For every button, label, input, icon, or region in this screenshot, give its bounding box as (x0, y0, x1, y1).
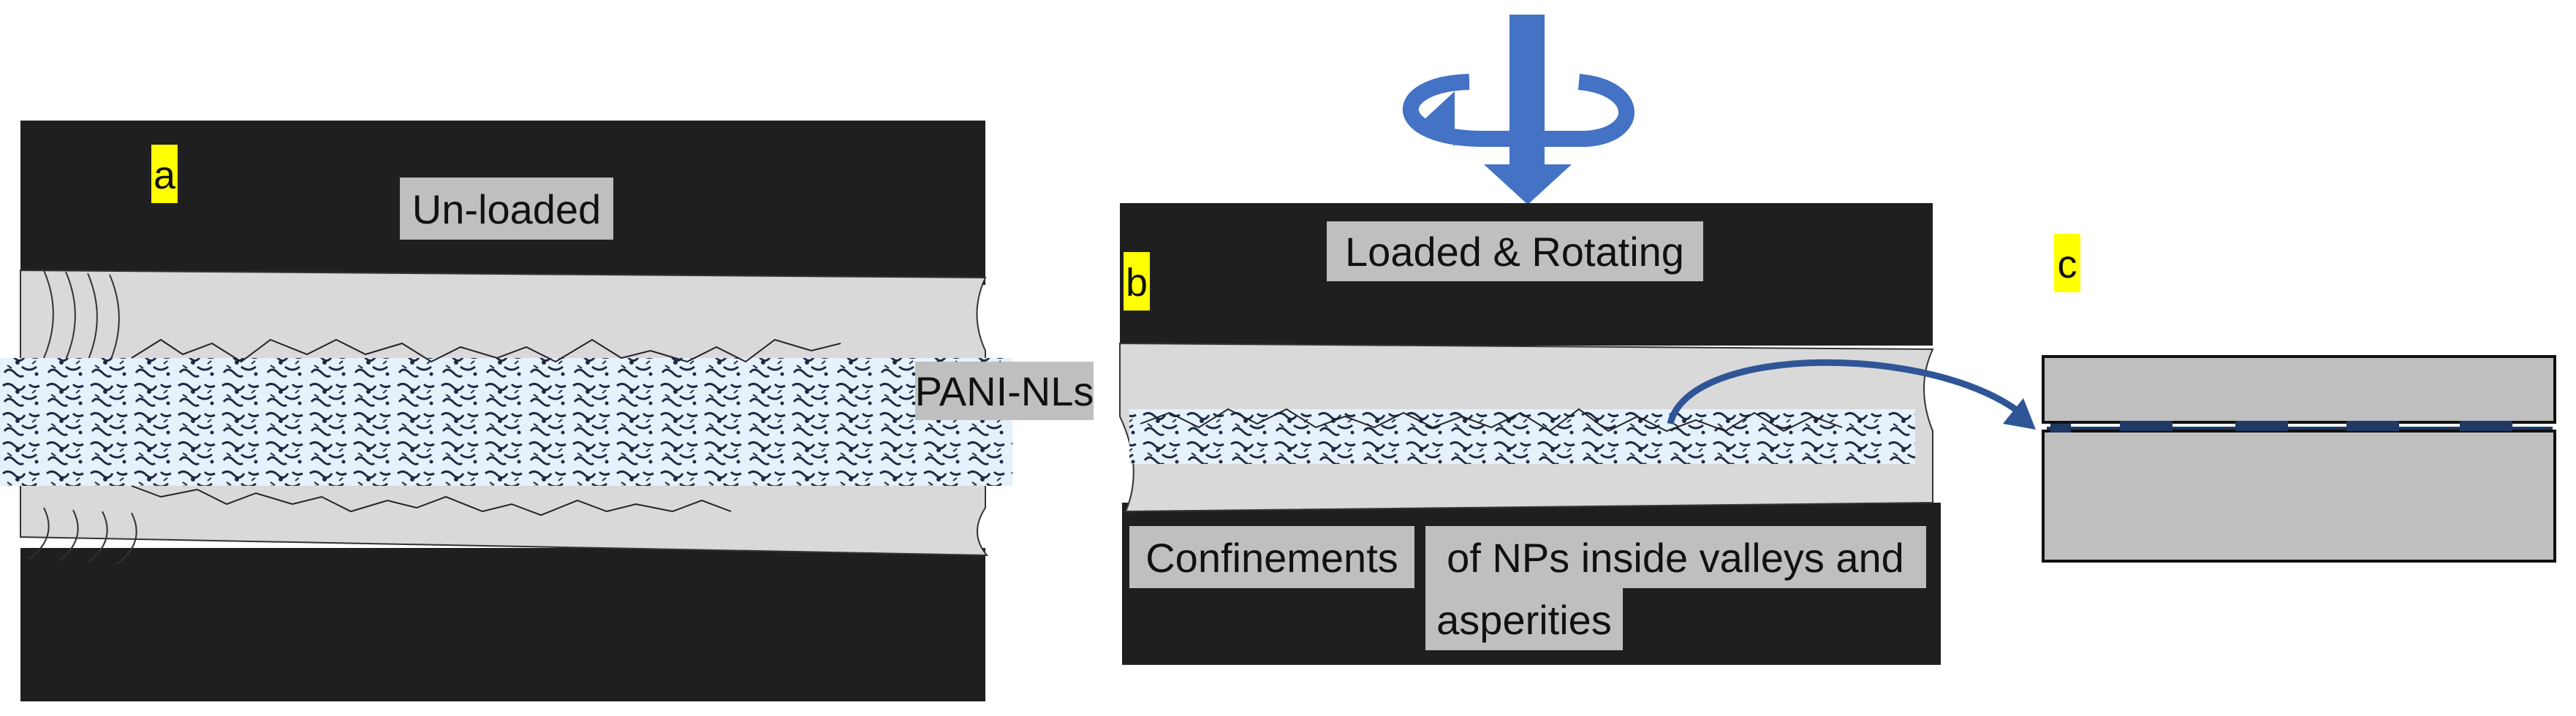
nanolayer-edge-b (1140, 408, 1843, 433)
layer-label-a: PANI-NLs (915, 368, 1094, 414)
curved-arrow-head (2003, 398, 2036, 430)
panel-letter-box-c (2054, 234, 2080, 292)
state-label-b: Loaded & Rotating (1345, 229, 1684, 275)
curved-arrow-icon (1667, 359, 2027, 425)
panel-a: a Un-loaded PANI-NLs (0, 121, 1094, 701)
layer-label-box-a (915, 362, 1094, 420)
state-label-a: Un-loaded (412, 186, 601, 232)
panel-letter-c: c (2058, 243, 2077, 286)
zoom-upper-body (2042, 355, 2556, 424)
nanolayer-bottom-edge-a (131, 485, 732, 517)
trapped-nanoparticles (2050, 421, 2512, 433)
panel-letter-b: b (1126, 261, 1148, 305)
panel-c: c (2042, 234, 2556, 563)
caption-box-b-part1 (1129, 526, 1414, 588)
panel-b: b Loaded & Rotating Confinements of NPs … (1119, 15, 2036, 665)
caption-box-b-part2 (1425, 526, 1926, 588)
rotation-arrow-icon (1403, 15, 1634, 205)
caption-b-line1-part2: of NPs inside valleys and (1447, 535, 1904, 581)
panel-letter-a: a (154, 153, 176, 197)
nanolayer-top-edge-a (131, 338, 841, 363)
caption-box-b-line2 (1425, 588, 1623, 650)
state-label-box-b (1327, 221, 1703, 281)
state-label-box-a (400, 178, 613, 240)
left-edge-curves-a (29, 270, 137, 565)
caption-b-line2: asperities (1436, 597, 1612, 643)
lower-platen-a (20, 548, 985, 701)
nanolayer-band-a (0, 358, 1012, 486)
panel-letter-box-a (151, 145, 178, 203)
panel-letter-box-b (1124, 252, 1150, 311)
nanolayer-band-b (1129, 409, 1915, 464)
caption-b-line1-part1: Confinements (1145, 535, 1398, 581)
zoom-lower-body (2042, 430, 2556, 563)
